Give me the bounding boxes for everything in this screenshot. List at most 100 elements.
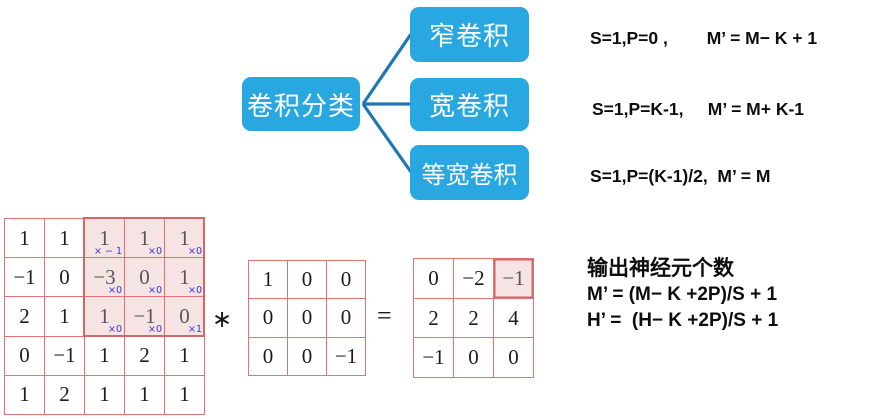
matrix-cell: −1 — [414, 338, 454, 379]
matrix-cell: −2 — [454, 259, 494, 299]
matrix-value: 1 — [139, 225, 150, 250]
matrix-cell: 1 — [125, 375, 165, 415]
matrix-cell: −1 — [5, 258, 45, 298]
matrix-row: −1 0 0 — [414, 338, 534, 379]
matrix-cell: 1 — [5, 219, 45, 259]
matrix-value: −1 — [422, 345, 445, 370]
kernel-multiplier-label: ×0 — [107, 324, 122, 336]
matrix-cell: 4 — [494, 298, 534, 339]
result-matrix: 0 −2 −1 2 2 4 −1 0 0 — [413, 258, 534, 379]
matrix-value: 1 — [59, 303, 70, 328]
matrix-cell: 1 — [45, 297, 85, 337]
formula-equal-width: S=1,P=(K-1)/2, M’ = M — [590, 166, 771, 186]
matrix-value: 1 — [262, 267, 274, 292]
matrix-cell: −1×0 — [125, 297, 165, 337]
matrix-value: 1 — [179, 225, 190, 250]
matrix-cell: −1 — [45, 336, 85, 376]
matrix-value: 0 — [340, 305, 352, 330]
kernel-multiplier-label: ×0 — [147, 284, 162, 296]
matrix-value: 0 — [139, 264, 150, 289]
matrix-cell: 2 — [454, 298, 494, 339]
node-wide-convolution-label: 宽卷积 — [428, 91, 510, 121]
matrix-cell: 1 — [165, 375, 205, 415]
matrix-cell: 1 — [165, 336, 205, 376]
matrix-cell: 0 — [494, 338, 534, 379]
output-formula-m: M’ = (M− K +2P)/S + 1 — [587, 284, 778, 305]
matrix-value: 1 — [179, 264, 190, 289]
matrix-cell: 2 — [414, 298, 454, 339]
matrix-value: 0 — [340, 267, 352, 292]
matrix-row: 0 −2 −1 — [414, 259, 534, 299]
matrix-value: 1 — [99, 382, 110, 407]
matrix-cell: 0 — [249, 337, 288, 376]
kernel-multiplier-label: ×1 — [187, 324, 202, 336]
matrix-value: 2 — [468, 305, 479, 330]
matrix-cell: −1 — [494, 259, 534, 299]
matrix-value: 2 — [428, 305, 439, 330]
equals-sign: = — [377, 301, 392, 330]
matrix-cell: 0 — [414, 259, 454, 299]
matrix-value: 0 — [468, 345, 479, 370]
matrix-row: 0 0 0 — [249, 299, 366, 338]
node-wide-convolution: 宽卷积 — [410, 78, 529, 131]
matrix-value: 0 — [262, 343, 274, 368]
matrix-value: 0 — [301, 305, 313, 330]
matrix-cell: 1× − 1 — [85, 219, 125, 259]
matrix-value: 1 — [99, 343, 110, 368]
kernel-multiplier-label: ×0 — [147, 324, 162, 336]
matrix-value: 2 — [59, 382, 70, 407]
matrix-row: 1 0 0 — [249, 261, 366, 300]
matrix-value: 0 — [428, 265, 439, 290]
matrix-cell: 1 — [5, 375, 45, 415]
matrix-value: 0 — [301, 267, 313, 292]
matrix-value: 0 — [301, 343, 313, 368]
kernel-multiplier-label: ×0 — [187, 245, 202, 257]
node-narrow-convolution-label: 窄卷积 — [428, 21, 510, 51]
matrix-value: −1 — [502, 265, 525, 290]
matrix-cell: 1×0 — [85, 297, 125, 337]
matrix-value: −1 — [53, 343, 76, 368]
matrix-value: 1 — [19, 225, 30, 250]
formula-narrow: S=1,P=0 , M’ = M− K + 1 — [590, 28, 818, 48]
formula-wide: S=1,P=K-1, M’ = M+ K-1 — [592, 99, 805, 119]
matrix-cell: 0×0 — [125, 258, 165, 298]
matrix-value: 1 — [179, 343, 190, 368]
matrix-cell: 0 — [327, 299, 366, 338]
kernel-multiplier-label: ×0 — [147, 245, 162, 257]
matrix-value: 1 — [99, 303, 110, 328]
node-equal-width-convolution: 等宽卷积 — [410, 145, 529, 200]
matrix-value: 4 — [508, 305, 519, 330]
matrix-cell: 0 — [249, 299, 288, 338]
matrix-value: 0 — [262, 305, 274, 330]
matrix-cell: 0 — [454, 338, 494, 379]
matrix-value: 0 — [179, 303, 190, 328]
matrix-value: 2 — [19, 303, 30, 328]
convolution-operator: ∗ — [212, 307, 233, 333]
matrix-cell: 0 — [288, 337, 327, 376]
matrix-value: 0 — [508, 345, 519, 370]
matrix-value: −1 — [13, 264, 36, 289]
matrix-cell: 0 — [327, 261, 366, 300]
matrix-value: 1 — [19, 382, 30, 407]
kernel-multiplier-label: ×0 — [107, 284, 122, 296]
matrix-cell: −3×0 — [85, 258, 125, 298]
matrix-cell: 2 — [125, 336, 165, 376]
matrix-value: 0 — [59, 264, 70, 289]
matrix-cell: 0 — [45, 258, 85, 298]
diagram-root-node: 卷积分类 — [242, 77, 360, 131]
matrix-value: 1 — [99, 225, 110, 250]
matrix-value: 1 — [59, 225, 70, 250]
node-equal-width-convolution-label: 等宽卷积 — [421, 162, 518, 189]
diagram-root-label: 卷积分类 — [246, 90, 355, 121]
connector-lines — [361, 33, 413, 173]
matrix-cell: 0 — [288, 299, 327, 338]
matrix-value: 2 — [139, 343, 150, 368]
